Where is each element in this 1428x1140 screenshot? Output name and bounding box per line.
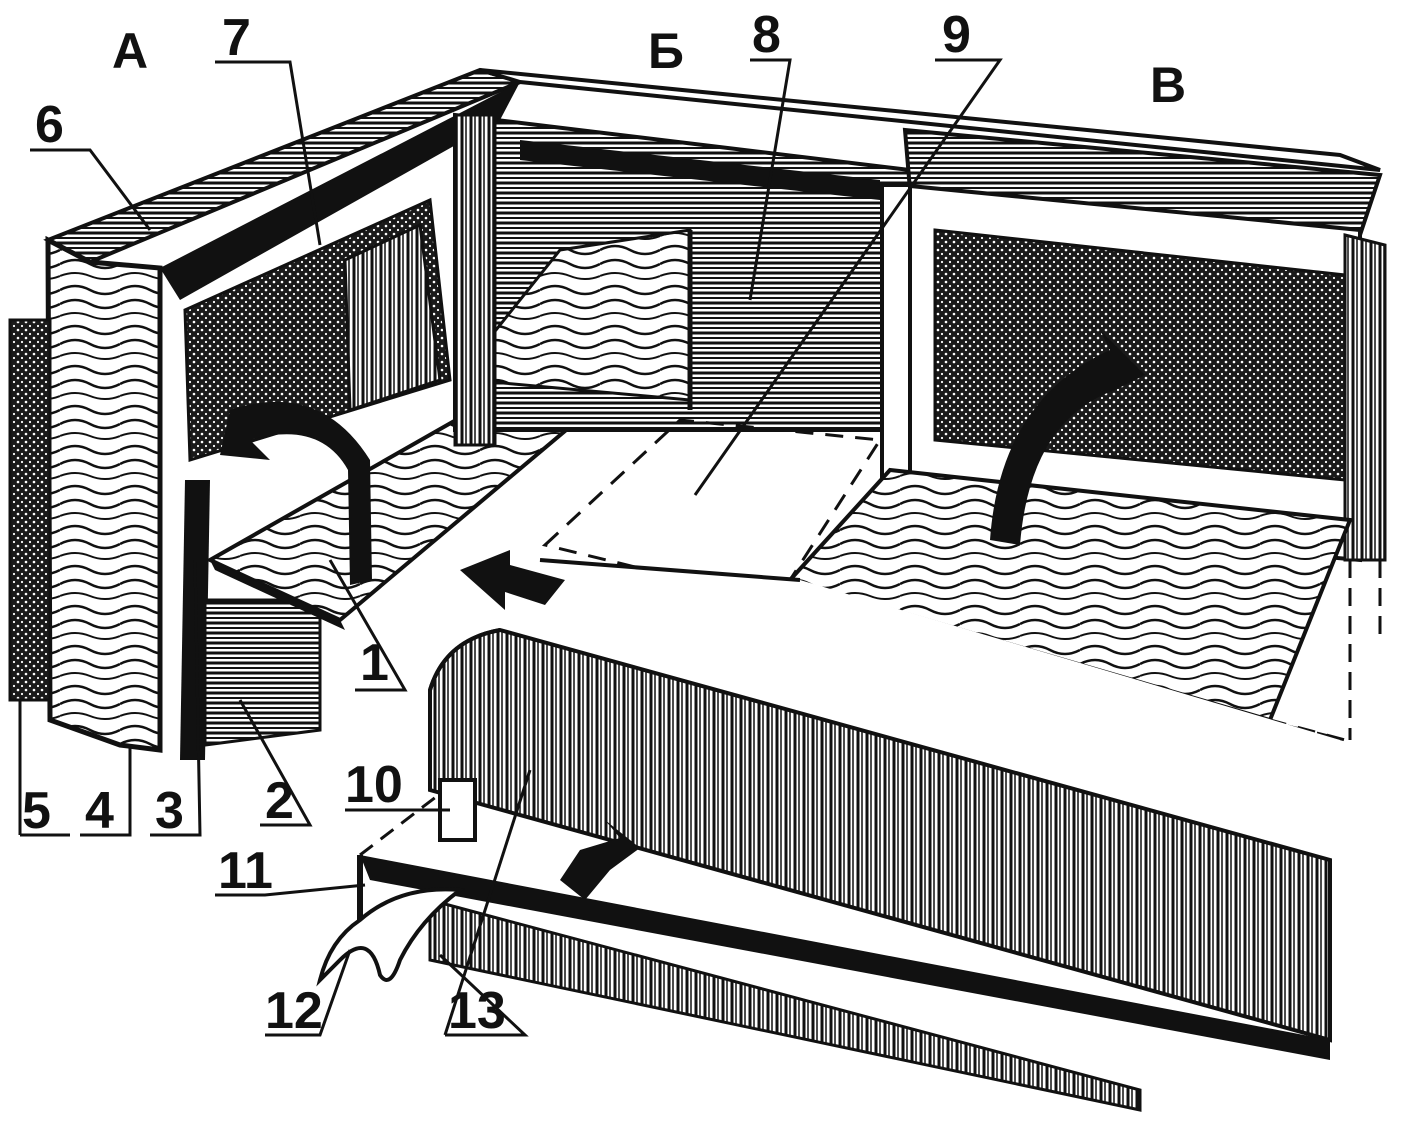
section-label-c: В (1150, 57, 1186, 113)
section-label-b: Б (648, 23, 684, 79)
part-label-7: 7 (222, 9, 251, 67)
leader-lines (18, 58, 1003, 1037)
part-label-10: 10 (345, 756, 403, 814)
part-label-3: 3 (155, 782, 184, 840)
mattress-9 (428, 418, 1382, 1043)
base-drawer (316, 778, 1330, 1112)
part-label-4: 4 (85, 782, 114, 840)
section-a-cabinet (8, 67, 526, 760)
part-label-8: 8 (752, 6, 781, 64)
part-label-2: 2 (265, 772, 294, 830)
section-labels: А Б В (112, 23, 1186, 113)
part-label-9: 9 (942, 6, 971, 64)
part-label-13: 13 (448, 982, 506, 1040)
part-label-1: 1 (360, 634, 389, 692)
part-label-5: 5 (22, 782, 51, 840)
part-number-labels: 1 2 3 4 5 6 7 8 9 10 11 12 13 (22, 6, 971, 1040)
section-label-a: А (112, 23, 148, 79)
part-label-11: 11 (218, 842, 273, 900)
part-label-6: 6 (35, 96, 64, 154)
part-label-12: 12 (265, 982, 323, 1040)
push-arrows (460, 550, 640, 900)
